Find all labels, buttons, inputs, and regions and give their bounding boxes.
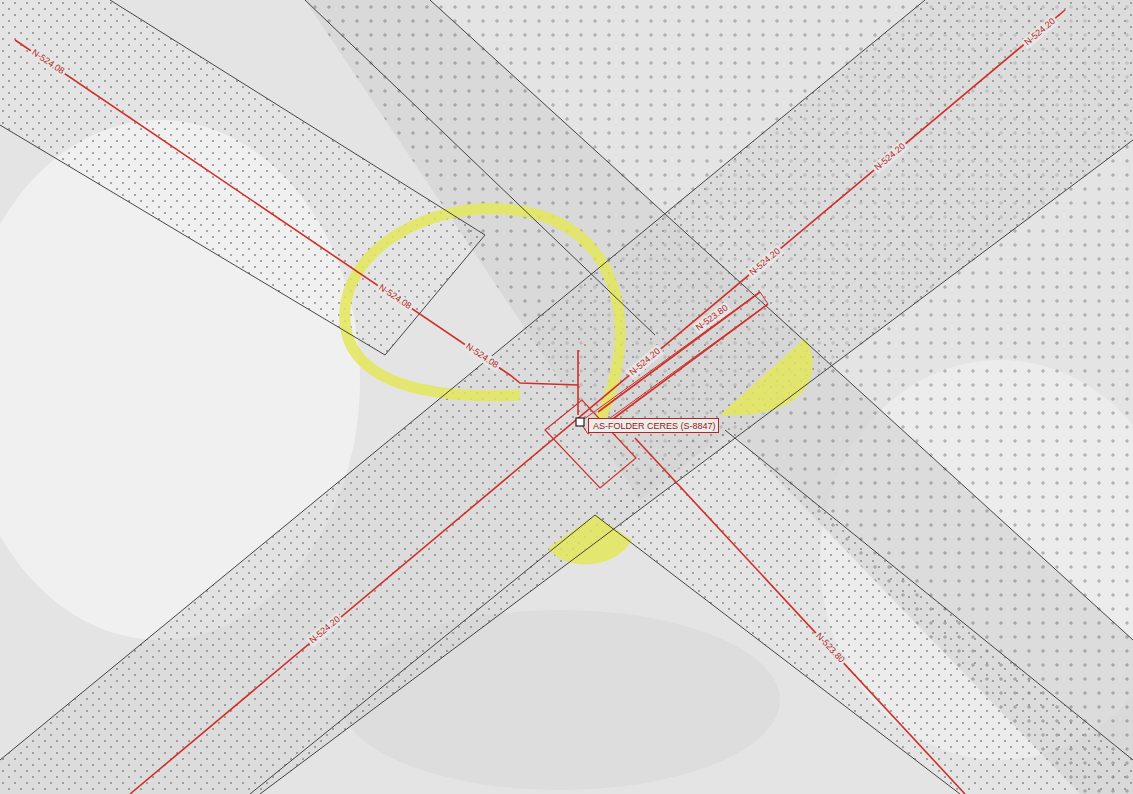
pipeline-id: N-523.80 — [692, 301, 732, 334]
station-name: AS-FOLDER CERES (S-8847) — [593, 421, 714, 432]
highlight-area — [720, 338, 813, 415]
pipelines — [15, 10, 1065, 794]
pipeline-id: N-524.20 — [871, 140, 910, 175]
highlight-area — [548, 515, 632, 564]
station-label-box: AS-FOLDER CERES (S-8847) — [588, 418, 719, 433]
corridor-dots — [595, 430, 1133, 794]
pipeline-id: N-524.20 — [306, 613, 345, 648]
pipeline-id: N-524.08 — [375, 281, 415, 313]
pipeline-id: N-524.20 — [626, 345, 665, 380]
pipeline-id: N-524.08 — [28, 46, 68, 78]
pipeline-id: N-524.08 — [462, 340, 502, 372]
pipeline-id: N-524.20 — [746, 245, 785, 280]
pipeline-id: N-523.80 — [812, 629, 848, 667]
station-marker — [576, 418, 584, 426]
corridor-dots — [0, 0, 485, 355]
pipeline-id: N-524.20 — [1021, 15, 1060, 50]
